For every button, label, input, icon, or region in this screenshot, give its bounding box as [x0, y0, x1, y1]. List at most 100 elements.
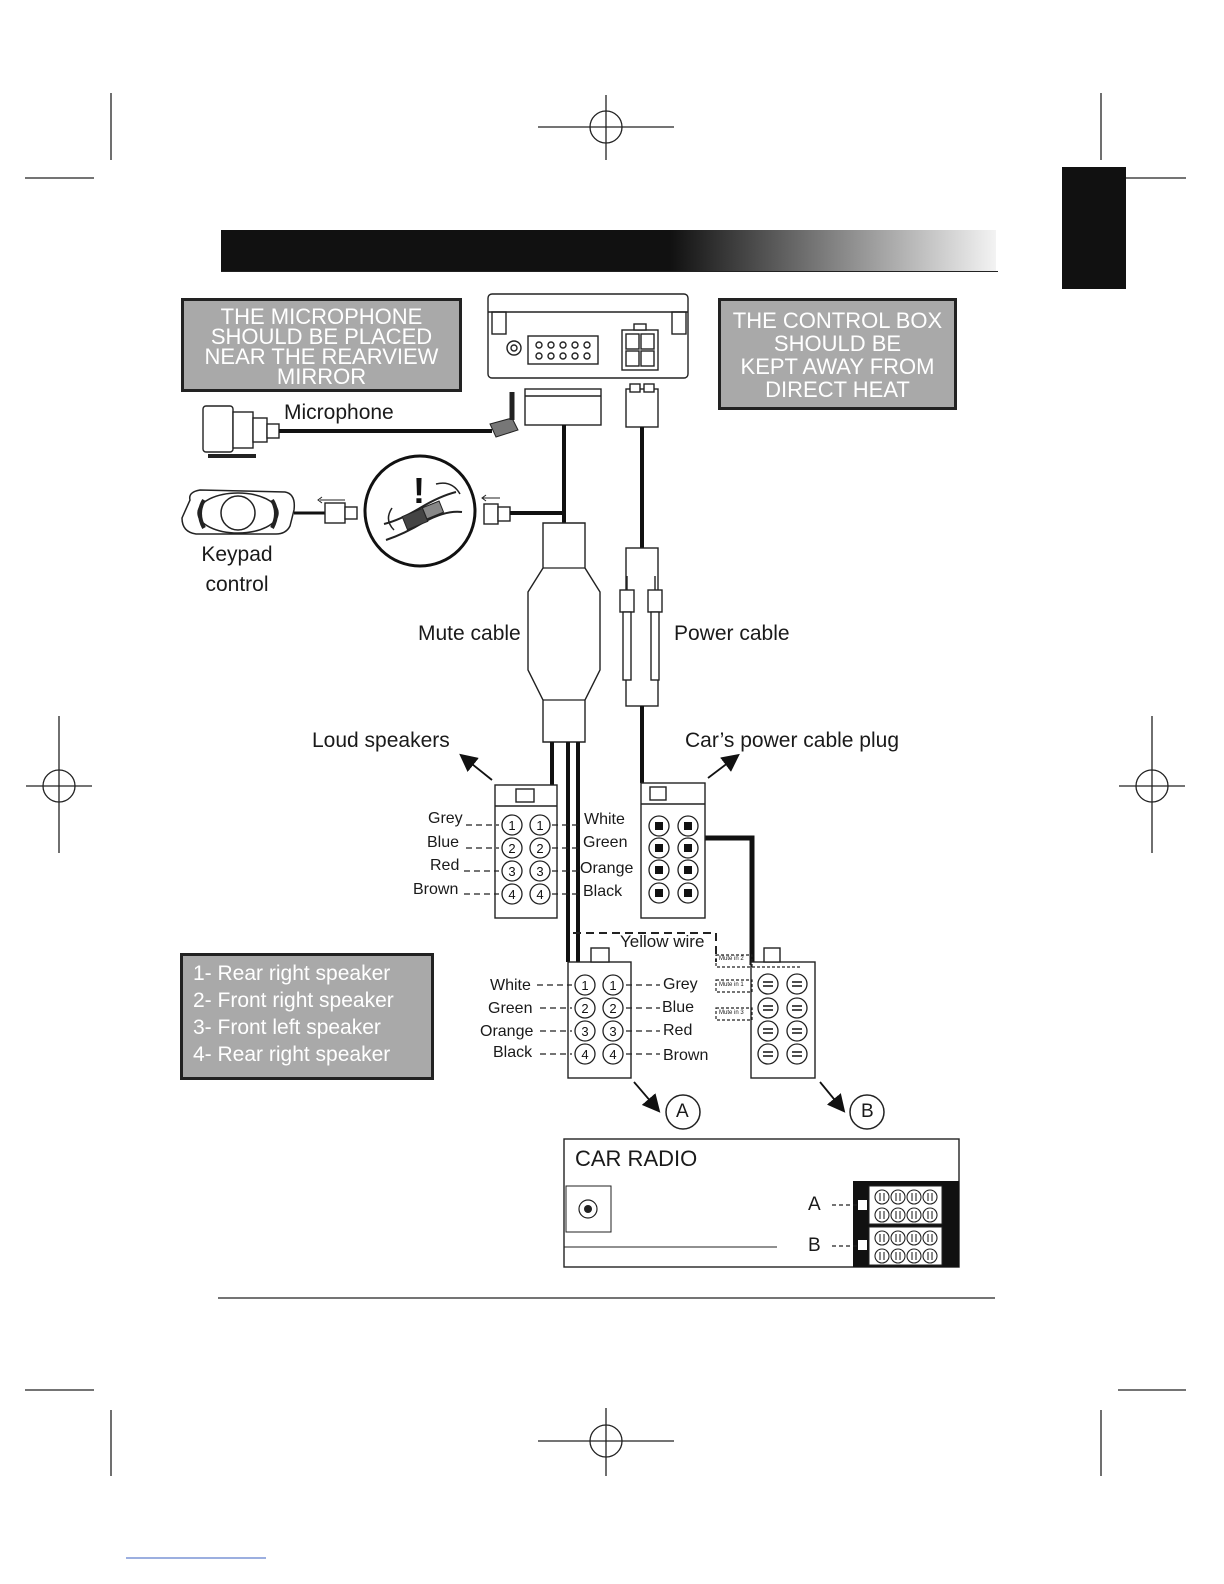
- radio-port-b: B: [808, 1235, 821, 1256]
- note-line: THE CONTROL BOX: [732, 308, 943, 333]
- lower-left-wire: Orange: [480, 1023, 534, 1040]
- upper-left-wire: Brown: [413, 881, 459, 898]
- keypad-label-line: Keypad: [201, 543, 273, 566]
- lower-right-wire: Brown: [663, 1047, 709, 1064]
- pin-circle: [501, 883, 523, 905]
- mute-input-brackets: [715, 954, 800, 1021]
- upper-right-wire: White: [584, 811, 625, 828]
- mute-pin: [786, 997, 808, 1019]
- pin-circle: [602, 997, 624, 1019]
- lower-right-wire: Blue: [662, 999, 695, 1016]
- mute-pin: [757, 1043, 779, 1065]
- upper-right-wire: Black: [583, 883, 623, 900]
- control-box: [487, 293, 689, 379]
- pin-number: 2: [581, 1001, 588, 1016]
- note-line: SHOULD BE PLACED: [210, 324, 433, 349]
- legend-item: 3- Front left speaker: [193, 1016, 381, 1039]
- radio-socket-pin: [922, 1248, 938, 1264]
- radio-socket-pin: [874, 1189, 890, 1205]
- power-pin-core: [684, 889, 692, 897]
- header-bar: [221, 230, 996, 272]
- car-radio-unit: [563, 1138, 960, 1268]
- note-line: DIRECT HEAT: [765, 377, 910, 402]
- mute-input-label: Mute in 1: [719, 982, 744, 988]
- upper-right-wire: Orange: [580, 860, 634, 877]
- pin-circle: [529, 837, 551, 859]
- radio-socket-pin: [874, 1207, 890, 1223]
- mute-pin: [757, 973, 779, 995]
- microphone-note: THE MICROPHONE SHOULD BE PLACED NEAR THE…: [181, 298, 462, 392]
- lower-right-wire: Grey: [663, 976, 698, 993]
- note-line: SHOULD BE: [773, 331, 902, 356]
- mute-pin: [786, 1020, 808, 1042]
- pin-circle: [529, 814, 551, 836]
- pin-number: 1: [536, 818, 543, 833]
- pin-circle: [602, 1043, 624, 1065]
- control-box-note: THE CONTROL BOX SHOULD BE KEPT AWAY FROM…: [718, 298, 957, 410]
- pin-number: 1: [581, 978, 588, 993]
- upper-right-wire: Green: [583, 834, 628, 851]
- radio-socket-pin: [890, 1248, 906, 1264]
- speaker-legend: 1- Rear right speaker 2- Front right spe…: [180, 953, 434, 1080]
- pin-number: 2: [508, 841, 515, 856]
- pin-number: 2: [609, 1001, 616, 1016]
- radio-socket-pin: [906, 1230, 922, 1246]
- pin-number: 4: [609, 1047, 616, 1062]
- upper-left-wire: Red: [430, 857, 460, 874]
- mute-pin: [786, 973, 808, 995]
- pin-number: 3: [508, 864, 515, 879]
- marker-a: A: [676, 1101, 689, 1122]
- radio-socket-pin: [906, 1248, 922, 1264]
- yellow-wire-dashed: [573, 932, 717, 962]
- lower-left-wire: Black: [493, 1044, 533, 1061]
- pin-circle: [574, 997, 596, 1019]
- power-pin-core: [684, 866, 692, 874]
- pin-number: 1: [508, 818, 515, 833]
- pin-number: 2: [536, 841, 543, 856]
- note-line: THE MICROPHONE: [220, 304, 423, 329]
- microphone-icon: [202, 405, 280, 458]
- pin-number: 4: [508, 887, 515, 902]
- power-cable-label: Power cable: [674, 622, 790, 645]
- mute-cable-label: Mute cable: [418, 622, 521, 645]
- mute-cable-body: [527, 522, 601, 743]
- yellow-wire-label: Yellow wire: [620, 932, 705, 951]
- radio-port-a: A: [808, 1194, 821, 1215]
- pin-circle: [574, 974, 596, 996]
- keypad-label-line: control: [205, 573, 269, 596]
- mute-input-label: Mute in 3: [719, 1010, 744, 1016]
- lower-left-wire: Green: [488, 1000, 533, 1017]
- microphone-label: Microphone: [284, 401, 394, 424]
- lower-right-wire: Red: [663, 1022, 693, 1039]
- legend-item: 1- Rear right speaker: [193, 962, 391, 985]
- keypad-icon: [181, 489, 296, 535]
- marker-b: B: [861, 1101, 874, 1122]
- note-line: MIRROR: [276, 364, 367, 389]
- pin-circle: [602, 974, 624, 996]
- pin-circle: [501, 814, 523, 836]
- pin-circle: [529, 883, 551, 905]
- pin-number: 4: [581, 1047, 588, 1062]
- upper-left-wire: Blue: [427, 834, 460, 851]
- radio-socket-pin: [890, 1189, 906, 1205]
- note-line: KEPT AWAY FROM: [740, 354, 935, 379]
- pin-circle: [529, 860, 551, 882]
- radio-socket-pin: [922, 1230, 938, 1246]
- pin-circle: [501, 860, 523, 882]
- radio-socket-pin: [874, 1230, 890, 1246]
- mute-pin: [757, 1020, 779, 1042]
- radio-socket-pin: [874, 1248, 890, 1264]
- power-pin-core: [684, 844, 692, 852]
- power-pin-core: [684, 822, 692, 830]
- radio-socket-pin: [890, 1207, 906, 1223]
- mute-input-label: Mute in 2: [719, 956, 744, 962]
- radio-socket-pin: [890, 1230, 906, 1246]
- mute-pin: [786, 1043, 808, 1065]
- upper-left-wire: Grey: [428, 810, 463, 827]
- caution-icon: [363, 454, 477, 568]
- power-pin-core: [655, 889, 663, 897]
- harness-plug: [524, 383, 659, 428]
- loud-speakers-label: Loud speakers: [312, 729, 450, 752]
